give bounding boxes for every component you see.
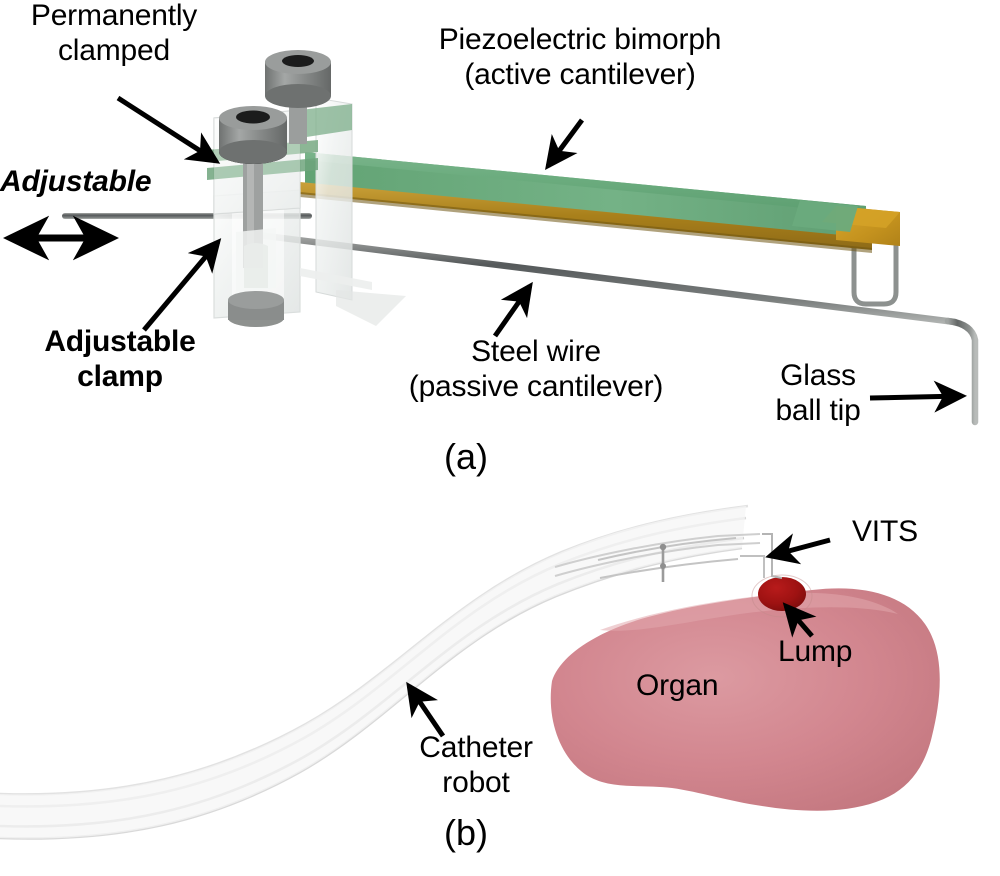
organ-highlight xyxy=(600,592,898,631)
panel-tag-b: (b) xyxy=(444,812,488,853)
label-glass-ball-tip: Glass ball tip xyxy=(775,359,861,428)
label-catheter-robot: Catheter robot xyxy=(419,731,533,800)
lump-shape xyxy=(758,577,806,611)
piezoelectric-bimorph xyxy=(300,152,900,253)
adjustable-clamp-assembly xyxy=(207,50,406,327)
label-organ: Organ xyxy=(636,669,719,702)
thumb-screw-back xyxy=(265,50,331,108)
label-vits: VITS xyxy=(852,515,918,548)
arrow-vits xyxy=(765,533,831,565)
label-adjustable: Adjustable xyxy=(0,165,152,198)
label-steel-wire: Steel wire (passive cantilever) xyxy=(408,335,664,404)
arrow-piezoelectric-bimorph xyxy=(545,118,585,171)
arrow-glass-ball-tip xyxy=(869,380,967,413)
label-lump: Lump xyxy=(778,635,853,668)
arrow-lump xyxy=(782,602,817,638)
label-piezoelectric-bimorph: Piezoelectric bimorph (active cantilever… xyxy=(438,23,722,92)
label-permanently-clamped: Permanently clamped xyxy=(30,0,198,68)
label-adjustable-clamp: Adjustable clamp xyxy=(44,325,196,394)
catheter-tube-fill xyxy=(0,506,746,839)
panel-a-graphics xyxy=(2,50,979,426)
arrow-permanently-clamped xyxy=(116,95,221,164)
organ-shape xyxy=(550,588,940,811)
vits-device xyxy=(554,533,783,582)
panel-a-arrows xyxy=(2,95,967,413)
panel-b-arrows xyxy=(406,533,831,738)
thumb-screw-front xyxy=(219,106,287,164)
panel-b-graphics xyxy=(0,504,940,840)
lump-halo xyxy=(751,574,813,618)
panel-tag-a: (a) xyxy=(444,436,488,477)
arrow-catheter-robot xyxy=(406,681,446,738)
arrow-steel-wire xyxy=(492,281,533,338)
arrow-adjustable-clamp xyxy=(142,238,222,332)
